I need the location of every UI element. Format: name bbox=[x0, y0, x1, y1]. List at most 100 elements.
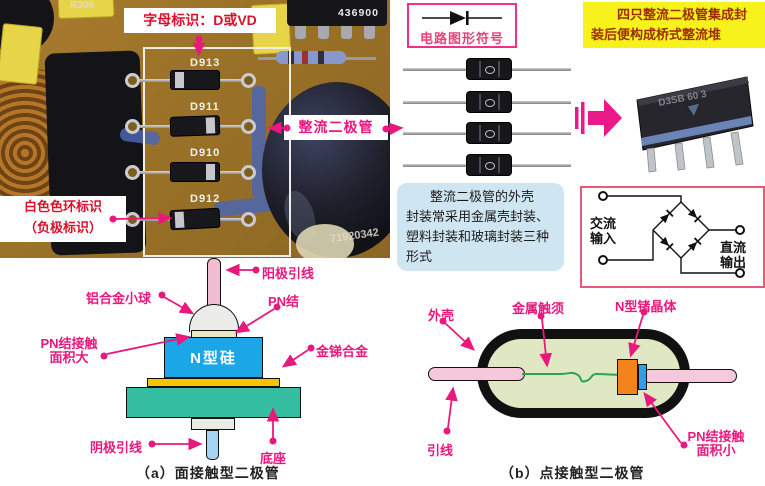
contact-large-line1: PN结接触 bbox=[40, 336, 98, 351]
label-contact-area-large: PN结接触 面积大 bbox=[36, 337, 102, 365]
ac-line1: 交流 bbox=[590, 216, 617, 231]
diode-symbol-icon bbox=[422, 11, 502, 25]
blue-note-line2: 封装常采用金属壳封装、 bbox=[406, 209, 550, 224]
yellow-component bbox=[0, 23, 43, 85]
ring-mark bbox=[498, 157, 500, 173]
cathode-band bbox=[175, 72, 184, 88]
diode-photo-row bbox=[403, 58, 571, 82]
gold-antimony-layer bbox=[147, 378, 280, 387]
solder-pad bbox=[125, 212, 140, 227]
bridge-hole bbox=[686, 102, 701, 119]
bridge-blue-stripe bbox=[641, 116, 752, 146]
ic-leg bbox=[364, 26, 375, 39]
ring-mark bbox=[498, 125, 500, 141]
pcb-diode-label: D912 bbox=[190, 193, 221, 205]
contact-large-line2: 面积大 bbox=[49, 350, 89, 365]
ring-mark bbox=[498, 61, 500, 77]
ring-mark bbox=[479, 61, 481, 77]
diode-photo-row bbox=[403, 122, 571, 146]
symbol-box-label: 电路图形符号 bbox=[419, 31, 504, 46]
bridge-leg bbox=[646, 147, 657, 173]
terminal bbox=[735, 225, 745, 235]
ic-leg bbox=[318, 26, 329, 39]
ic-leg bbox=[295, 26, 306, 39]
pcb-diode-label: D913 bbox=[190, 57, 221, 69]
solder-pad bbox=[125, 165, 140, 180]
terminal bbox=[598, 191, 608, 201]
bridge-diode bbox=[659, 236, 674, 251]
pcb-diode-body bbox=[169, 115, 221, 137]
label-n-germanium: N型锗晶体 bbox=[615, 299, 677, 314]
dc-line1: 直流 bbox=[720, 240, 747, 255]
callout-ring-line2: （负极标识） bbox=[23, 220, 102, 235]
cathode-band bbox=[206, 164, 215, 180]
left-lead-shape bbox=[428, 367, 525, 381]
diode-photo-row bbox=[403, 154, 571, 178]
resistor-band bbox=[318, 51, 324, 64]
caption-b: （b）点接触型二极管 bbox=[500, 465, 645, 481]
solder-pad bbox=[241, 212, 256, 227]
bridge-leg bbox=[674, 142, 686, 171]
bridge-schematic-drawing bbox=[598, 191, 745, 278]
cathode-band bbox=[174, 211, 185, 229]
diode-body bbox=[466, 154, 512, 176]
block-arrow bbox=[575, 99, 622, 137]
n-silicon-block: N型硅 bbox=[164, 337, 263, 378]
silkscreen-frame bbox=[143, 47, 291, 257]
resistor bbox=[276, 51, 346, 64]
print-mark bbox=[485, 162, 495, 170]
circuit-symbol-box: 电路图形符号 bbox=[407, 3, 517, 48]
pcb-diode-body bbox=[170, 162, 220, 182]
solder-pad bbox=[241, 73, 256, 88]
terminal bbox=[735, 268, 745, 278]
callout-ring-line1: 白色色环标识 bbox=[23, 199, 102, 214]
n-silicon-label: N型硅 bbox=[190, 350, 237, 367]
ring-mark bbox=[479, 125, 481, 141]
contact-small-line2: 面积小 bbox=[696, 443, 736, 458]
aluminum-ball-shape bbox=[189, 304, 239, 332]
label-pn-junction: PN结 bbox=[268, 294, 300, 309]
resistor-band bbox=[288, 51, 294, 64]
callout-ring-marking: 白色色环标识 （负极标识） bbox=[0, 196, 126, 242]
anode-lead-shape bbox=[207, 258, 221, 308]
yellow-note-line1: 四只整流二极管集成封 bbox=[617, 7, 748, 22]
diode-body bbox=[466, 122, 512, 144]
bridge-diode bbox=[659, 209, 674, 224]
ic-leg bbox=[341, 26, 352, 39]
label-shell: 外壳 bbox=[428, 308, 455, 323]
base-shape bbox=[126, 387, 301, 418]
yellow-note: 四只整流二极管集成封 装后便构成桥式整流堆 bbox=[583, 2, 765, 48]
resistor-lead bbox=[344, 57, 376, 60]
bridge-diode bbox=[687, 208, 702, 223]
dc-output-label: 直流 输出 bbox=[720, 240, 746, 270]
ring-mark bbox=[479, 157, 481, 173]
blue-note-line4: 形式 bbox=[406, 249, 433, 264]
base-stem bbox=[191, 418, 235, 430]
solder-pad bbox=[125, 73, 140, 88]
solder-pad bbox=[125, 119, 140, 134]
print-mark bbox=[485, 130, 495, 138]
label-gold-antimony: 金锑合金 bbox=[316, 344, 369, 359]
print-mark bbox=[485, 66, 495, 74]
label-base: 底座 bbox=[260, 451, 287, 466]
resistor-band bbox=[302, 51, 308, 64]
pn-junction-small bbox=[638, 364, 647, 390]
diode-photo-row bbox=[403, 91, 571, 115]
label-aluminum-ball: 铝合金小球 bbox=[86, 291, 152, 306]
pcb-diode-label: D910 bbox=[190, 147, 221, 159]
cathode-band bbox=[205, 117, 216, 134]
germanium-crystal bbox=[617, 359, 638, 395]
glue-blob bbox=[296, 224, 354, 258]
contact-small-line1: PN结接触 bbox=[687, 429, 745, 444]
metal-whisker-wire bbox=[522, 371, 622, 383]
label-contact-area-small: PN结接触 面积小 bbox=[678, 430, 754, 458]
resistor-lead bbox=[258, 57, 278, 60]
pcb-diode-label: D911 bbox=[190, 101, 220, 113]
right-lead-shape bbox=[642, 369, 737, 383]
ac-input-label: 交流 输入 bbox=[590, 216, 616, 246]
bridge-top-bevel bbox=[637, 77, 749, 106]
label-lead: 引线 bbox=[427, 443, 454, 458]
ic-chip: 436900 bbox=[287, 0, 387, 26]
diode-body bbox=[466, 91, 512, 113]
